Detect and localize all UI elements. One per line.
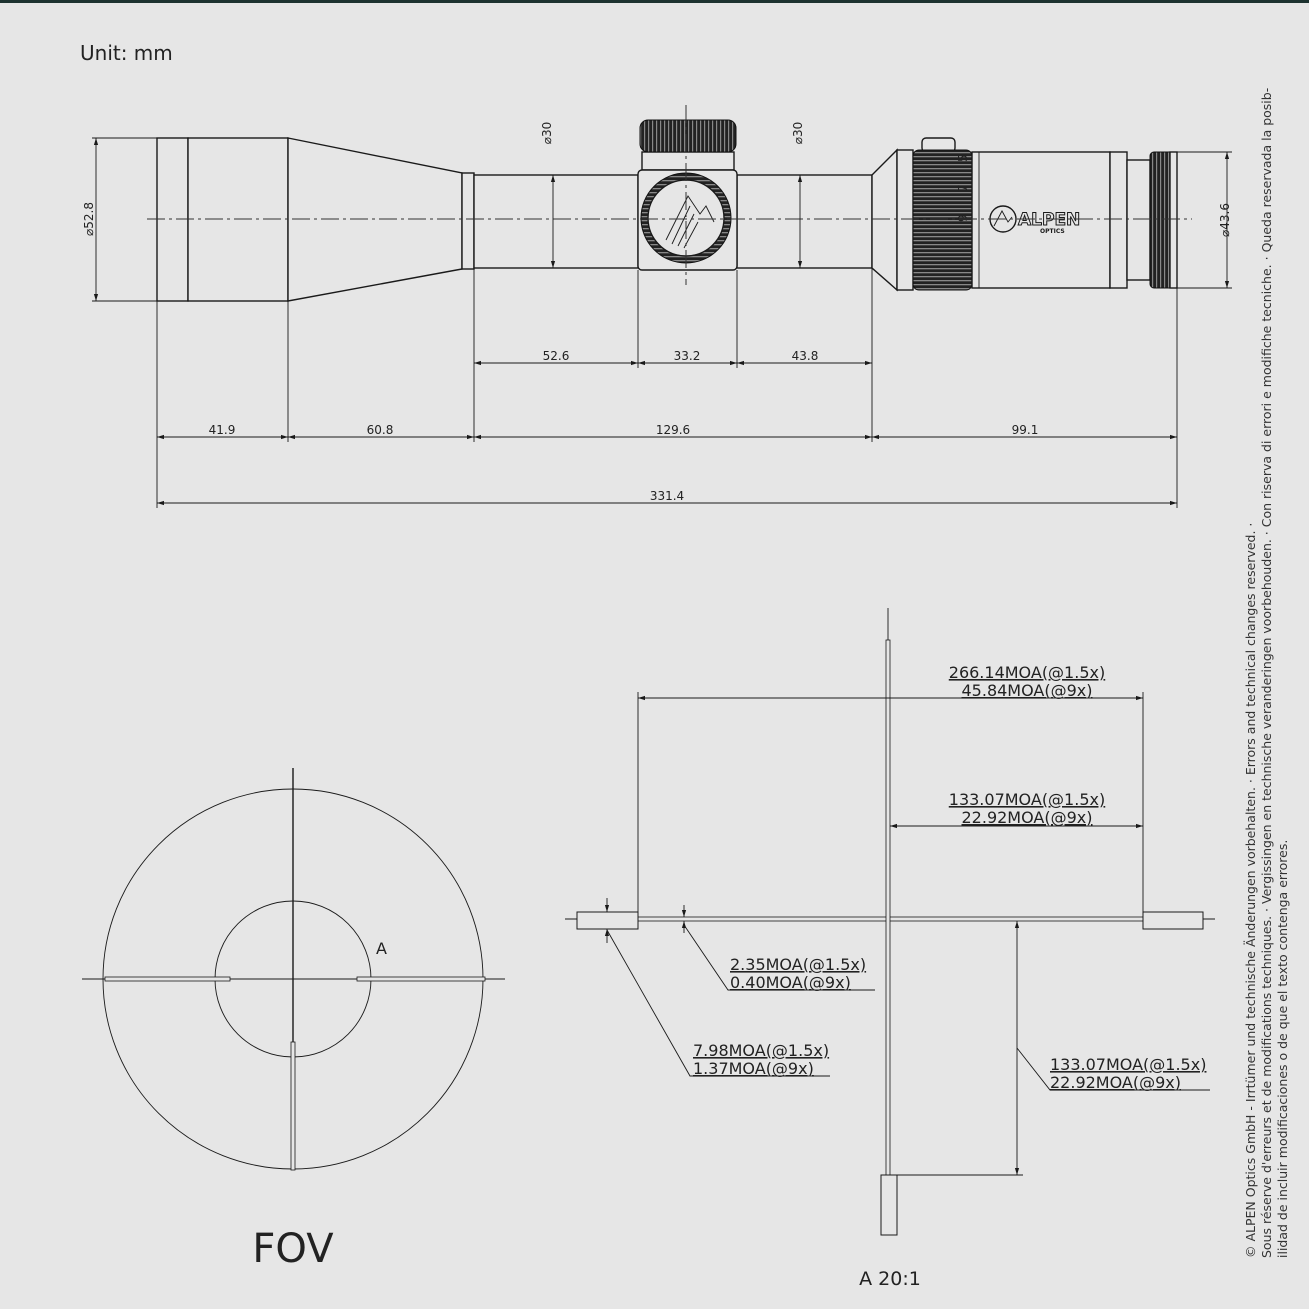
detail-post-right [1142,911,1204,930]
main-tube-rear [736,174,873,269]
dim-line-thickness: 2.35MOA(@1.5x) [730,955,866,974]
reticle-fine-line-horizontal [637,916,1144,922]
reticle-post-right [356,976,486,982]
eyepiece-neck [1126,159,1151,281]
dim-half-width: 133.07MOA(@1.5x) [949,790,1105,809]
dim-half-height: 133.07MOA(@1.5x) [1050,1055,1206,1074]
legal-line-1: © ALPEN Optics GmbH - Irrtümer und techn… [1243,523,1258,1258]
dim-eyepiece-diameter: ⌀43.6 [1218,203,1232,237]
dim-label: 52.6 [543,349,570,363]
reticle-post-left [104,976,231,982]
fov-title: FOV [252,1226,334,1272]
eyepiece-body [971,151,1111,289]
detail-marker: A [376,939,387,958]
scope-side-view: 5 7 9 ALPEN OPTICS [147,105,1192,302]
brand-sub: OPTICS [1040,228,1065,235]
legal-line-3: ilidad de incluir modificaciones o de qu… [1275,840,1290,1258]
legal-notice: © ALPEN Optics GmbH - Irrtümer und techn… [1243,88,1290,1258]
detail-post-left [576,911,639,930]
eyepiece-taper [871,148,898,292]
dim-label: 129.6 [656,423,690,437]
turret-cap [639,119,737,153]
reticle-post-bottom [290,1041,296,1171]
unit-label: Unit: mm [80,41,173,65]
dim-label: 60.8 [367,423,394,437]
mag-mark: 7 [956,184,970,192]
top-bar [0,0,1309,3]
dim-outer-width: 45.84MOA(@9x) [962,681,1093,700]
alpen-logo-icon [665,195,715,241]
brand-name: ALPEN [1018,210,1080,230]
dim-label: 43.8 [792,349,819,363]
dim-half-height: 22.92MOA(@9x) [1050,1073,1181,1092]
turret-stem [641,151,735,171]
detail-title: A 20:1 [859,1268,921,1290]
dim-label: 41.9 [209,423,236,437]
dim-post-thickness: 7.98MOA(@1.5x) [693,1041,829,1060]
main-tube-front [473,174,639,269]
reticle-detail-view: 266.14MOA(@1.5x) 45.84MOA(@9x) 133.07MOA… [565,608,1215,1290]
dim-label: 33.2 [674,349,701,363]
dim-post-thickness: 1.37MOA(@9x) [693,1059,814,1078]
dim-half-width: 22.92MOA(@9x) [962,808,1093,827]
dim-tube-diameter: ⌀30 [791,122,805,145]
dim-objective-diameter: ⌀52.8 [82,202,96,236]
mag-mark: 9 [956,214,970,222]
dim-total-length: 331.4 [650,489,684,503]
dim-line-thickness: 0.40MOA(@9x) [730,973,851,992]
reticle-fine-line-vertical [885,639,891,1176]
detail-post-bottom [880,1174,898,1236]
dim-tube-diameter: ⌀30 [540,122,554,145]
mag-mark: 5 [956,154,970,162]
fov-reticle-view: A FOV [82,768,505,1272]
legal-line-2: Sous réserve d'erreurs et de modificatio… [1259,88,1274,1258]
scope-dimensions: ⌀52.8 ⌀30 ⌀30 ⌀43.6 52.6 33.2 43.8 41.9 … [82,122,1232,508]
dim-label: 99.1 [1012,423,1039,437]
dim-outer-width: 266.14MOA(@1.5x) [949,663,1105,682]
